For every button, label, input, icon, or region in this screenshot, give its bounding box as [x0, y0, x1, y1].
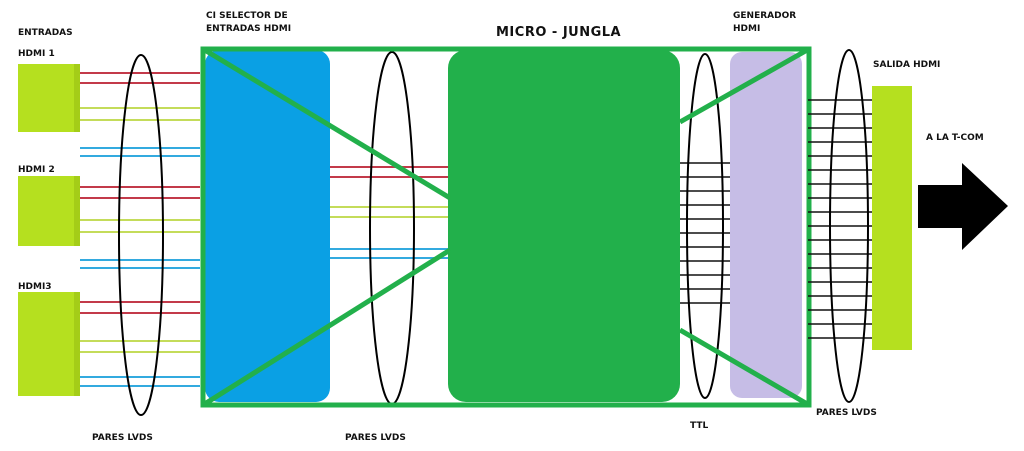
- generador-chip: [730, 52, 802, 398]
- output-lvds-wires: [808, 99, 872, 339]
- selector-label-line1: CI SELECTOR DE: [206, 11, 288, 21]
- output-arrow: [918, 163, 1008, 250]
- selector-label-line2: ENTRADAS HDMI: [206, 24, 292, 34]
- input-lvds-wires: [80, 72, 200, 387]
- entradas-label: ENTRADAS: [18, 28, 73, 38]
- micro-jungla-title: MICRO - JUNGLA: [496, 25, 622, 40]
- generador-label-line1: GENERADOR: [733, 11, 797, 21]
- salida-hdmi-connector: [872, 86, 912, 350]
- lvds-bundle-ellipse-3: [829, 49, 869, 403]
- hdmi1-connector: [18, 64, 80, 132]
- lvds-bundle-ellipse-1: [118, 54, 164, 416]
- a-la-tcom-label: A LA T-COM: [926, 133, 984, 143]
- generador-label-line2: HDMI: [733, 24, 761, 34]
- ttl-bundle-ellipse: [686, 53, 724, 399]
- pares-lvds-label-2: PARES LVDS: [345, 433, 406, 443]
- lvds-bundle-ellipse-2: [369, 51, 415, 405]
- hdmi1-label: HDMI 1: [18, 49, 55, 59]
- hdmi3-connector: [18, 292, 80, 396]
- frame-outline: [200, 46, 812, 408]
- hdmi2-label: HDMI 2: [18, 165, 55, 175]
- salida-hdmi-label: SALIDA HDMI: [873, 60, 941, 70]
- ttl-label: TTL: [690, 421, 709, 431]
- pares-lvds-label-3: PARES LVDS: [816, 408, 877, 418]
- middle-lvds-wires: [330, 166, 450, 259]
- pares-lvds-label-1: PARES LVDS: [92, 433, 153, 443]
- hdmi3-label: HDMI3: [18, 282, 52, 292]
- selector-chip: [205, 50, 330, 402]
- hdmi2-connector: [18, 176, 80, 246]
- micro-jungla-chip: [448, 50, 680, 402]
